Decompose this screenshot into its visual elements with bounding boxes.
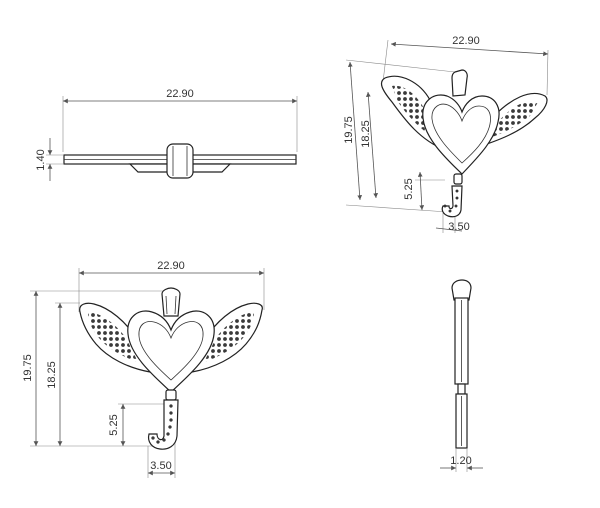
side-view: 1.20 bbox=[440, 279, 483, 472]
iso-width-label: 22.90 bbox=[452, 35, 480, 47]
side-pendant bbox=[451, 279, 472, 449]
iso-height-label: 19.75 bbox=[343, 116, 355, 144]
front-height-label: 19.75 bbox=[22, 354, 34, 382]
top-view-outline bbox=[63, 143, 297, 179]
top-width-label: 22.90 bbox=[166, 88, 194, 100]
side-depth-label: 1.20 bbox=[450, 455, 471, 467]
front-width-label: 22.90 bbox=[157, 260, 185, 272]
iso-view: 22.90 19.75 18.25 5.25 3.50 bbox=[343, 35, 549, 233]
front-pendant bbox=[79, 287, 263, 450]
front-letter-height-label: 5.25 bbox=[108, 414, 120, 435]
top-view: 22.90 1.40 bbox=[35, 88, 298, 181]
front-inner-height-label: 18.25 bbox=[46, 361, 58, 389]
iso-letter-width-label: 3.50 bbox=[448, 221, 469, 233]
front-view: 22.90 19.75 18.25 5.25 3.50 bbox=[22, 260, 265, 478]
iso-letter-height-label: 5.25 bbox=[403, 178, 415, 199]
iso-inner-height-label: 18.25 bbox=[360, 120, 372, 148]
top-thickness-label: 1.40 bbox=[35, 149, 47, 170]
iso-pendant bbox=[380, 69, 548, 218]
front-letter-width-label: 3.50 bbox=[150, 460, 171, 472]
